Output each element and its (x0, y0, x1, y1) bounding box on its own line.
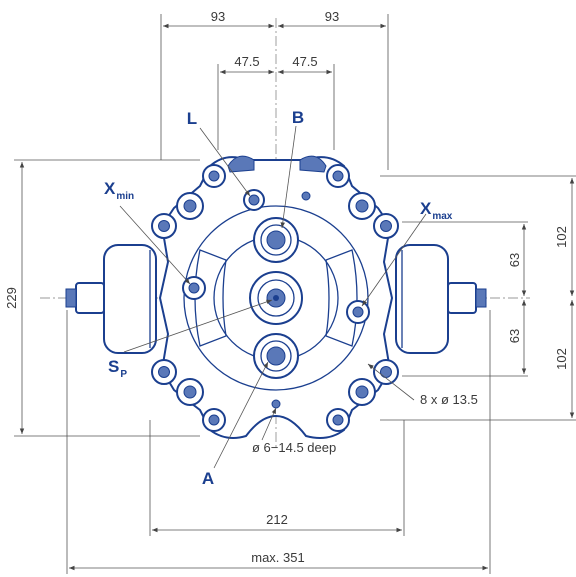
dim-212: 212 (266, 512, 288, 527)
bolt-hole-group (151, 164, 399, 432)
label-L: L (187, 109, 197, 128)
port-L (243, 189, 265, 211)
port-A (253, 333, 299, 379)
left-shaft-end (65, 288, 77, 308)
dim-102-lower: 102 (554, 348, 569, 370)
right-shaft-end (475, 288, 487, 308)
label-A: A (202, 469, 214, 488)
label-Xmax: Xmax (420, 199, 453, 222)
dim-93-right: 93 (325, 9, 339, 24)
label-SP: SP (108, 357, 127, 380)
port-Xmin (182, 276, 206, 300)
dimension-lines (19, 23, 575, 571)
port-Xmax (346, 300, 370, 324)
dim-63-upper: 63 (507, 253, 522, 267)
dim-229: 229 (4, 287, 19, 309)
right-nut (447, 282, 477, 314)
right-kidney (325, 249, 358, 347)
left-hub (103, 244, 157, 354)
port-labels: L B A Xmin Xmax SP (104, 108, 453, 488)
dim-max-351: max. 351 (251, 550, 304, 565)
pin-hole (271, 399, 281, 409)
pump-body (65, 155, 487, 439)
right-hub (395, 244, 449, 354)
port-SP (249, 271, 303, 325)
label-B: B (292, 108, 304, 127)
small-top-hole (301, 191, 311, 201)
port-B (253, 217, 299, 263)
callout-pin-hole: ø 6−14.5 deep (252, 440, 336, 455)
top-left-boss (227, 155, 255, 173)
extension-lines (14, 14, 576, 574)
dimension-texts: 93 93 47.5 47.5 229 102 102 63 63 212 ma… (4, 9, 569, 565)
dim-63-lower: 63 (507, 329, 522, 343)
callout-bolt-holes: 8 x ø 13.5 (420, 392, 478, 407)
leader-lines (119, 125, 427, 469)
dim-93-left: 93 (211, 9, 225, 24)
top-right-boss (299, 155, 327, 173)
label-Xmin: Xmin (104, 179, 134, 202)
dim-102-upper: 102 (554, 226, 569, 248)
dim-47-5-right: 47.5 (292, 54, 317, 69)
left-nut (75, 282, 105, 314)
dim-47-5-left: 47.5 (234, 54, 259, 69)
callouts: 8 x ø 13.5 ø 6−14.5 deep (252, 392, 478, 455)
